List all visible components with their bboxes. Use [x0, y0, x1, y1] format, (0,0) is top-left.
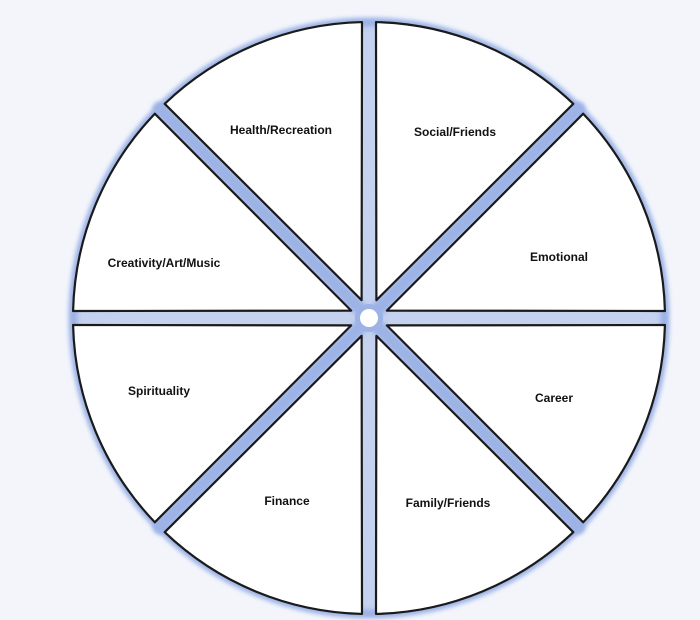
- segment-label-finance: Finance: [264, 494, 310, 508]
- wheel-segment-career: [385, 323, 667, 524]
- segment-label-spirituality: Spirituality: [128, 384, 190, 398]
- wheel-segment-health-recreation: [163, 20, 364, 302]
- segment-label-family-friends: Family/Friends: [406, 496, 491, 510]
- segment-label-career: Career: [535, 391, 573, 405]
- wheel-segment-finance: [163, 334, 364, 616]
- wheel-segment-spirituality: [71, 323, 353, 524]
- wheel-segment-creativity-art-music: [71, 112, 353, 313]
- segment-label-creativity-art-music: Creativity/Art/Music: [108, 256, 221, 270]
- wheel-hub: [360, 309, 378, 327]
- segment-label-emotional: Emotional: [530, 250, 588, 264]
- wheel-segment-emotional: [385, 112, 667, 313]
- segment-label-health-recreation: Health/Recreation: [230, 123, 332, 137]
- wheel-segment-social-friends: [374, 20, 575, 302]
- wheel-segment-family-friends: [374, 334, 575, 616]
- segment-label-social-friends: Social/Friends: [414, 125, 496, 139]
